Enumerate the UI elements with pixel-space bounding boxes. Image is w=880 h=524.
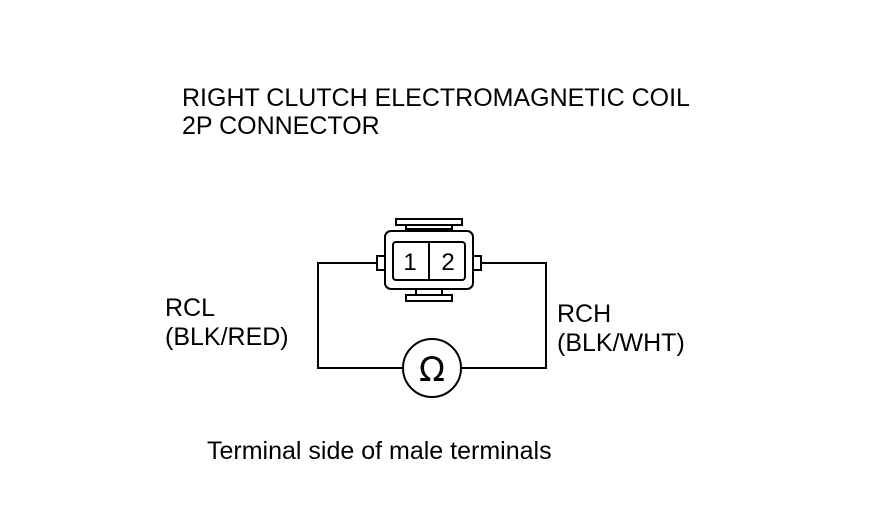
wire-right-name: RCH xyxy=(557,300,612,328)
wire-label-right: RCH (BLK/WHT) xyxy=(557,300,685,358)
connector-title-line1: RIGHT CLUTCH ELECTROMAGNETIC COIL xyxy=(182,84,690,112)
wire-right-color: (BLK/WHT) xyxy=(557,329,685,357)
ohm-symbol: Ω xyxy=(419,350,445,390)
wire-left-name: RCL xyxy=(165,294,216,322)
wire-label-left: RCL (BLK/RED) xyxy=(165,294,289,352)
connector-right-ear xyxy=(473,255,482,271)
wire-rch-path xyxy=(461,262,547,369)
connector-title: RIGHT CLUTCH ELECTROMAGNETIC COIL 2P CON… xyxy=(182,84,690,140)
connector-latch-inner xyxy=(405,224,453,230)
diagram-caption: Terminal side of male terminals xyxy=(207,437,552,465)
pin-2-label: 2 xyxy=(441,249,454,276)
pin-1-label: 1 xyxy=(403,249,416,276)
ohmmeter-circle xyxy=(402,338,462,398)
connector-bottom-foot xyxy=(405,294,453,302)
wire-left-color: (BLK/RED) xyxy=(165,323,289,351)
connector-title-line2: 2P CONNECTOR xyxy=(182,112,380,140)
test-circuit xyxy=(317,262,547,369)
wire-rcl-path xyxy=(317,262,403,369)
connector-left-ear xyxy=(376,255,385,271)
connector-2p xyxy=(376,218,482,302)
ohmmeter-icon xyxy=(402,338,462,398)
